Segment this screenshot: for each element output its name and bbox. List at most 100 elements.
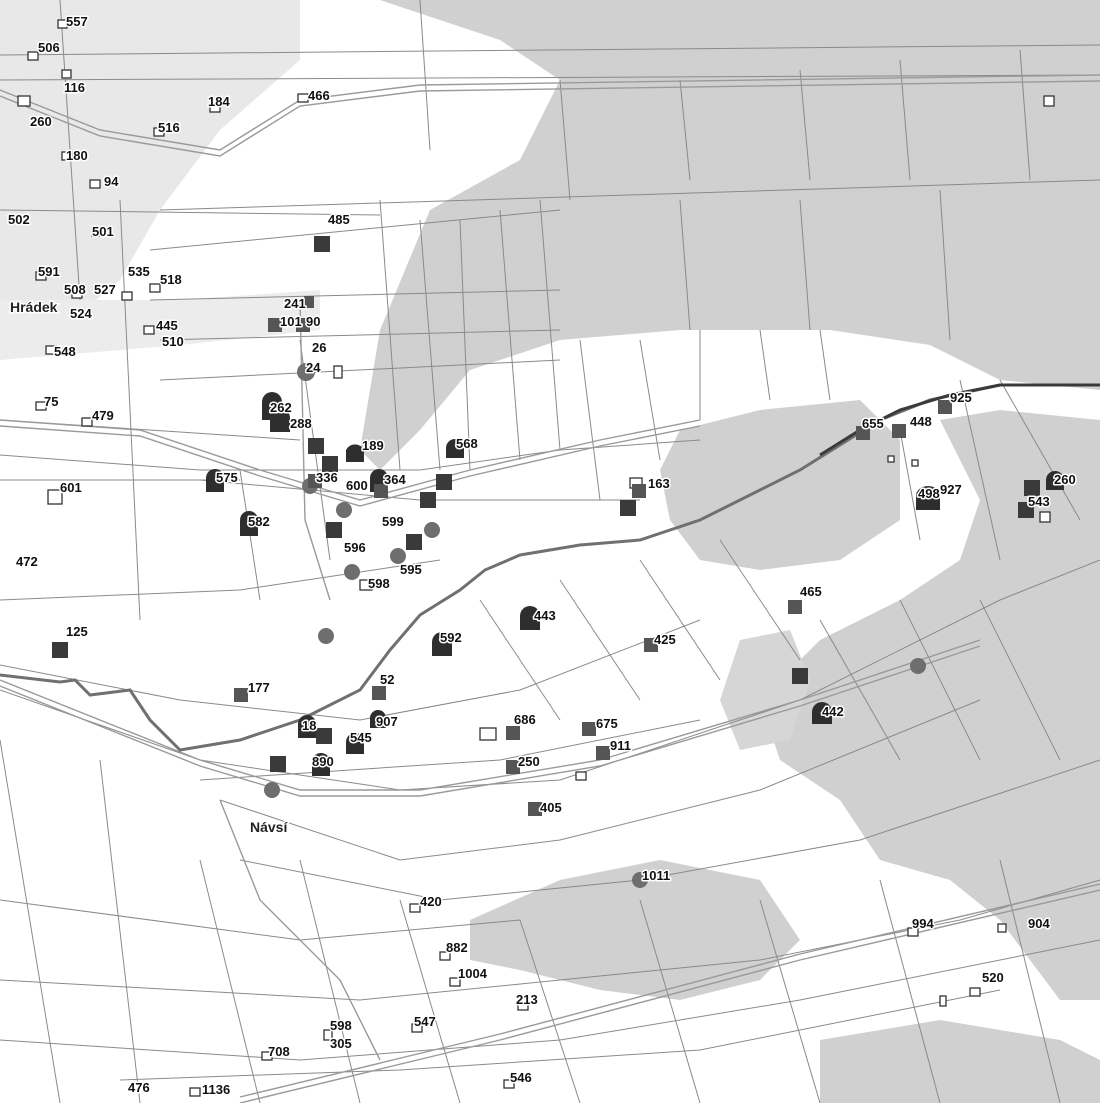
parcel-label: 479 [92,408,114,423]
grey-square-markers [234,296,952,816]
parcel-label: 600 [346,478,368,493]
parcel-label: 1011 [642,868,670,883]
parcel-label: 260 [30,114,52,129]
stream-line [0,383,1100,752]
parcel-label: 75 [44,394,58,409]
parcel-label: 675 [596,716,618,731]
parcel-label: 535 [128,264,150,279]
zone-south-west [470,860,800,1000]
parcel-label: 1004 [458,966,488,981]
parcel-label: 601 [60,480,82,495]
parcel-label: 545 [350,730,372,745]
parcel-label: 595 [400,562,422,577]
place-name-hradek: Hrádek [10,299,58,315]
built-area-hradek [0,0,300,350]
parcel-label: 498 [918,486,940,501]
parcel-label: 288 [290,416,312,431]
parcel-label: 443 [534,608,556,623]
parcel-label: 904 [1028,916,1050,931]
parcel-label: 575 [216,470,238,485]
parcel-label: 655 [862,416,884,431]
parcel-label: 336 [316,470,338,485]
parcel-label: 305 [330,1036,352,1051]
parcel-label: 547 [414,1014,436,1029]
zone-east [760,410,1100,1000]
parcel-label: 543 [1028,494,1050,509]
parcel-label: 250 [518,754,540,769]
parcel-label: 708 [268,1044,290,1059]
parcel-label: 405 [540,800,562,815]
parcel-label: 189 [362,438,384,453]
parcel-label: 524 [70,306,92,321]
zone-center-patch [720,630,810,750]
parcel-label: 890 [312,754,334,769]
parcel-label: 260 [1054,472,1076,487]
built-area-strip [0,290,320,360]
zone-north [360,0,1100,470]
parcel-label: 485 [328,212,350,227]
parcel-label: 262 [270,400,292,415]
parcel-label: 184 [208,94,230,109]
parcel-label: 472 [16,554,38,569]
zone-south-east [820,1020,1100,1103]
building-outlines [17,19,1055,1097]
parcel-label: 508 [64,282,86,297]
parcel-label: 527 [94,282,116,297]
parcel-label: 465 [800,584,822,599]
parcel-label: 882 [446,940,468,955]
parcel-label: 596 [344,540,366,555]
circle-markers [264,363,926,888]
parcel-label: 582 [248,514,270,529]
parcel-label: 516 [158,120,180,135]
parcel-label: 927 [940,482,962,497]
parcel-label: 568 [456,436,478,451]
parcel-label: 476 [128,1080,150,1095]
parcel-label: 548 [54,344,76,359]
parcel-label: 26 [312,340,326,355]
parcel-label: 116 [64,80,85,95]
parcel-label: 442 [822,704,844,719]
parcel-label: 448 [910,414,932,429]
parcel-label: 599 [382,514,404,529]
parcel-label: 445 [156,318,178,333]
parcel-label: 180 [66,148,88,163]
parcel-label: 101 [280,314,302,329]
parcel-label: 911 [610,738,631,753]
parcel-label: 502 [8,212,30,227]
parcel-label: 925 [950,390,972,405]
parcel-label: 907 [376,714,398,729]
parcel-label: 598 [368,576,390,591]
parcel-label: 510 [162,334,184,349]
parcel-label: 466 [308,88,330,103]
parcel-label: 557 [66,14,88,29]
parcel-label: 94 [104,174,119,189]
parcel-label: 546 [510,1070,532,1085]
parcel-label: 501 [92,224,114,239]
parcel-label: 520 [982,970,1004,985]
parcel-label: 591 [38,264,60,279]
parcel-label: 592 [440,630,462,645]
parcel-label: 52 [380,672,394,687]
parcel-label: 90 [306,314,320,329]
parcel-label: 241 [284,296,306,311]
parcel-label: 506 [38,40,60,55]
parcel-label: 364 [384,472,406,487]
parcel-label: 18 [302,718,316,733]
parcel-labels: 557 506 116 260 184 466 516 180 94 502 5… [7,13,1078,1099]
parcel-label: 518 [160,272,182,287]
parcel-label: 177 [248,680,270,695]
parcel-label: 420 [420,894,442,909]
parcel-label: 24 [306,360,321,375]
parcel-label: 994 [912,916,934,931]
stream-dark [819,383,1100,457]
parcel-label: 213 [516,992,538,1007]
parcel-label: 425 [654,632,676,647]
parcel-label: 1136 [202,1082,230,1097]
parcel-label: 598 [330,1018,352,1033]
parcel-label: 686 [514,712,536,727]
parcel-label: 125 [66,624,88,639]
parcel-label: 163 [648,476,670,491]
square-markers [52,236,1040,772]
place-name-navsi: Návsí [250,819,288,835]
